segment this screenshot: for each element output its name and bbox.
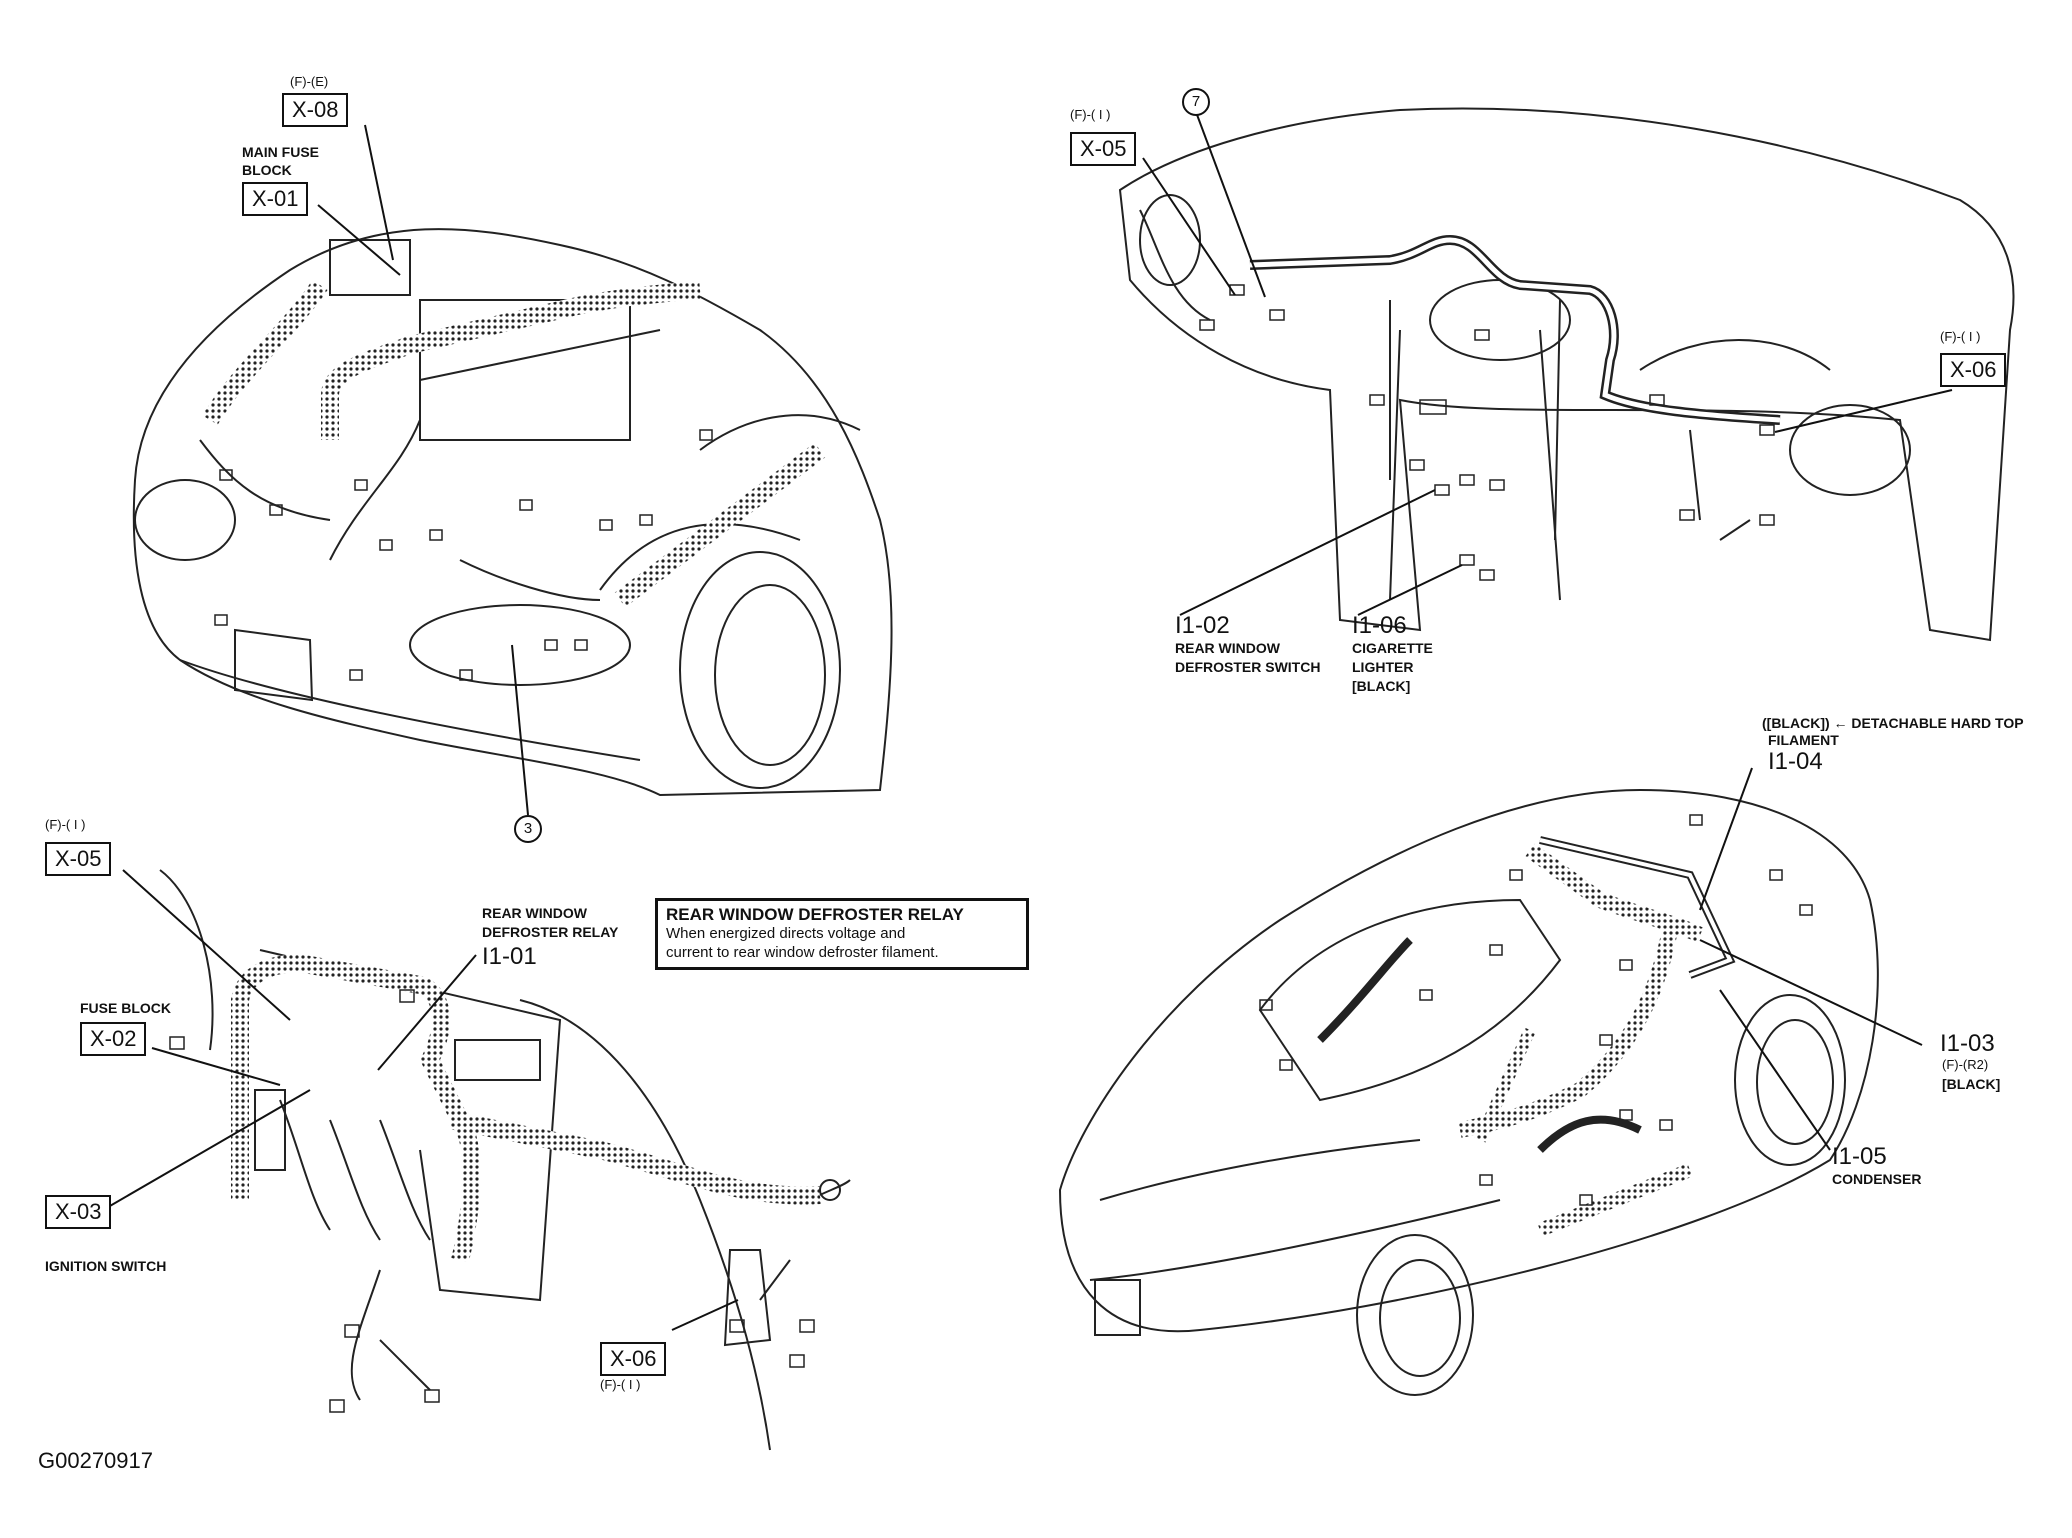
body-outline bbox=[1058, 788, 1879, 1333]
body-leaders bbox=[1699, 767, 1923, 1151]
dash-x06-connector-label[interactable]: X-06 bbox=[1940, 353, 2007, 388]
main-fuse-block-label-1: MAIN FUSE bbox=[242, 144, 319, 160]
i103-connector-code[interactable]: I1-03 bbox=[1940, 1030, 1995, 1057]
engine-bay-leaders bbox=[317, 124, 529, 816]
ignition-switch-label: IGNITION SWITCH bbox=[45, 1258, 167, 1274]
underdash-leaders bbox=[102, 869, 739, 1331]
i102-label-2: DEFROSTER SWITCH bbox=[1175, 659, 1321, 675]
engine-harness-band bbox=[202, 279, 701, 440]
dashboard-view bbox=[1118, 107, 2015, 642]
i103-label: [BLACK] bbox=[1942, 1076, 2001, 1092]
dash-leaders bbox=[1142, 111, 1953, 616]
underdash-view bbox=[159, 869, 851, 1451]
engine-bay-view bbox=[132, 228, 893, 797]
relay-description-line-2: current to rear window defroster filamen… bbox=[666, 943, 939, 961]
relay-description-line-1: When energized directs voltage and bbox=[666, 925, 906, 942]
x01-connector-label[interactable]: X-01 bbox=[242, 182, 309, 217]
i106-label-2: LIGHTER bbox=[1352, 659, 1414, 675]
relay-description-title: REAR WINDOW DEFROSTER RELAY bbox=[666, 905, 964, 924]
x08-connector-label[interactable]: X-08 bbox=[282, 93, 349, 128]
figure-id: G00270917 bbox=[38, 1448, 153, 1473]
body-rear-wheel bbox=[1734, 994, 1846, 1166]
i101-connector-code[interactable]: I1-01 bbox=[482, 943, 537, 970]
i106-label-1: CIGARETTE bbox=[1352, 640, 1433, 656]
i102-label-1: REAR WINDOW bbox=[1175, 640, 1280, 656]
ground-point-3[interactable]: 3 bbox=[514, 815, 542, 843]
condenser-label: CONDENSER bbox=[1832, 1171, 1922, 1187]
dash-x06-location: (F)-( I ) bbox=[1940, 329, 1981, 344]
relay-module-shape bbox=[454, 1039, 541, 1081]
front-wheel bbox=[679, 551, 841, 789]
dash-x05-connector-label[interactable]: X-05 bbox=[1070, 132, 1137, 167]
i104-label-1: ([BLACK]) ← DETACHABLE HARD TOP bbox=[1762, 715, 2024, 731]
underdash-x06-location: (F)-( I ) bbox=[600, 1377, 641, 1392]
underdash-harness bbox=[231, 954, 821, 1263]
i104-label-2: FILAMENT bbox=[1768, 732, 1839, 748]
main-fuse-block-label-2: BLOCK bbox=[242, 162, 292, 178]
x03-connector-label[interactable]: X-03 bbox=[45, 1195, 112, 1230]
i101-label-2: DEFROSTER RELAY bbox=[482, 924, 619, 940]
fuse-block-label: FUSE BLOCK bbox=[80, 1000, 171, 1016]
underdash-x05-location: (F)-( I ) bbox=[45, 817, 86, 832]
i105-connector-code[interactable]: I1-05 bbox=[1832, 1143, 1887, 1170]
x08-location: (F)-(E) bbox=[290, 74, 329, 89]
i103-location: (F)-(R2) bbox=[1942, 1057, 1989, 1072]
fuse-block-shape bbox=[254, 1089, 286, 1171]
body-front-wheel bbox=[1356, 1234, 1474, 1396]
ground-point-7[interactable]: 7 bbox=[1182, 88, 1210, 116]
x02-connector-label[interactable]: X-02 bbox=[80, 1022, 147, 1057]
dashboard-outline bbox=[1118, 107, 2015, 642]
front-plate bbox=[234, 628, 314, 702]
relay-description-box: REAR WINDOW DEFROSTER RELAY When energiz… bbox=[655, 898, 1029, 970]
i101-label-1: REAR WINDOW bbox=[482, 905, 587, 921]
i106-label-3: [BLACK] bbox=[1352, 678, 1411, 694]
body-plate bbox=[1094, 1279, 1141, 1336]
i106-connector-code[interactable]: I1-06 bbox=[1352, 612, 1407, 639]
underdash-x06-connector-label[interactable]: X-06 bbox=[600, 1342, 667, 1377]
body-view bbox=[1058, 788, 1879, 1396]
i102-connector-code[interactable]: I1-02 bbox=[1175, 612, 1230, 639]
engine-block bbox=[419, 299, 631, 441]
dash-x05-location: (F)-( I ) bbox=[1070, 107, 1111, 122]
underdash-x05-connector-label[interactable]: X-05 bbox=[45, 842, 112, 877]
windshield bbox=[1258, 898, 1562, 1102]
i104-connector-code[interactable]: I1-04 bbox=[1768, 748, 1823, 775]
main-fuse-block-shape bbox=[329, 239, 411, 296]
